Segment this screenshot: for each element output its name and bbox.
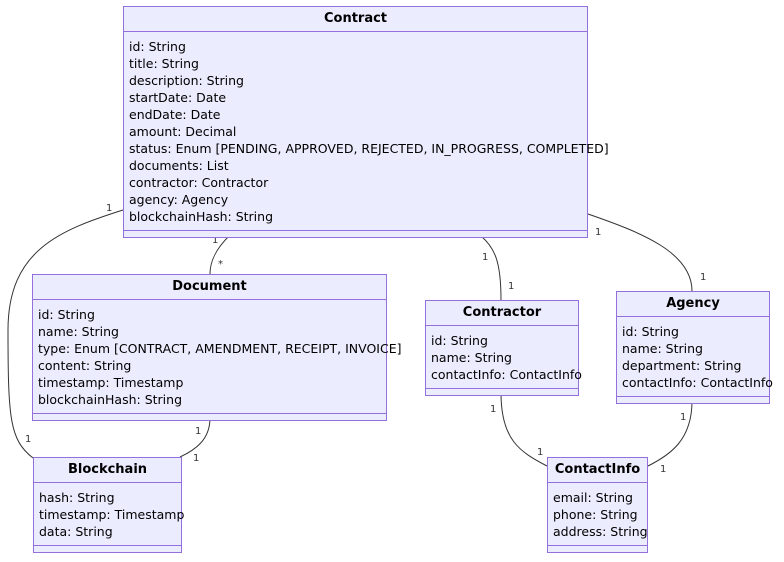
mult-contractor-contactinfo-from: 1 xyxy=(490,404,497,415)
class-attribute: address: String xyxy=(553,524,648,539)
edge-contract-blockchain xyxy=(7,209,124,459)
mult-agency-contactinfo-to: 1 xyxy=(660,464,667,475)
mult-agency-contactinfo-from: 1 xyxy=(680,412,687,423)
class-attributes: id: String name: String type: Enum [CONT… xyxy=(33,300,402,414)
class-attribute: contactInfo: ContactInfo xyxy=(431,367,582,382)
class-attribute: id: String xyxy=(622,324,679,339)
class-attribute: agency: Agency xyxy=(129,192,229,207)
edge-contract-contractor xyxy=(480,235,502,301)
class-attribute: documents: List xyxy=(129,158,229,173)
class-attribute: blockchainHash: String xyxy=(38,392,183,407)
edge-contract-agency xyxy=(587,213,693,292)
class-attribute: title: String xyxy=(129,56,199,71)
class-contractor[interactable]: Contractor id: String name: String conta… xyxy=(425,300,582,396)
mult-contract-document-to: * xyxy=(218,259,223,270)
class-attribute: department: String xyxy=(622,358,742,373)
class-title: Contractor xyxy=(426,301,578,326)
mult-contract-agency-to: 1 xyxy=(700,272,707,283)
mult-contract-contractor-to: 1 xyxy=(508,281,515,292)
class-attribute: name: String xyxy=(622,341,703,356)
edge-contract-document xyxy=(209,235,230,275)
class-title: Contract xyxy=(124,7,587,32)
class-attributes: id: String name: String department: Stri… xyxy=(617,317,773,397)
mult-contract-blockchain-from: 1 xyxy=(106,203,113,214)
class-attributes: id: String name: String contactInfo: Con… xyxy=(426,326,582,389)
class-attribute: data: String xyxy=(39,524,113,539)
class-methods xyxy=(617,397,769,403)
class-attributes: id: String title: String description: St… xyxy=(124,32,609,231)
class-contract[interactable]: Contract id: String title: String descri… xyxy=(123,6,609,238)
class-attribute: blockchainHash: String xyxy=(129,209,274,224)
class-agency[interactable]: Agency id: String name: String departmen… xyxy=(616,291,773,404)
class-attribute: type: Enum [CONTRACT, AMENDMENT, RECEIPT… xyxy=(38,341,402,356)
class-attribute: timestamp: Timestamp xyxy=(38,375,184,390)
class-blockchain[interactable]: Blockchain hash: String timestamp: Times… xyxy=(33,457,185,553)
class-title: Blockchain xyxy=(34,458,181,483)
class-attribute: timestamp: Timestamp xyxy=(39,507,185,522)
class-title: ContactInfo xyxy=(548,458,647,483)
class-methods xyxy=(426,389,578,395)
class-methods xyxy=(124,231,587,237)
mult-contract-document-from: 1 xyxy=(212,235,219,246)
class-attributes: email: String phone: String address: Str… xyxy=(548,483,648,546)
mult-document-blockchain-from: 1 xyxy=(195,426,202,437)
class-contactinfo[interactable]: ContactInfo email: String phone: String … xyxy=(547,457,648,553)
class-attribute: hash: String xyxy=(39,490,115,505)
class-attribute: id: String xyxy=(431,333,488,348)
class-attribute: name: String xyxy=(38,324,119,339)
class-attribute: amount: Decimal xyxy=(129,124,237,139)
class-attributes: hash: String timestamp: Timestamp data: … xyxy=(34,483,185,546)
class-attribute: id: String xyxy=(129,39,186,54)
class-attribute: id: String xyxy=(38,307,95,322)
class-methods xyxy=(548,546,647,552)
class-document[interactable]: Document id: String name: String type: E… xyxy=(32,274,402,421)
mult-contract-blockchain-to: 1 xyxy=(25,434,32,445)
class-attribute: name: String xyxy=(431,350,512,365)
class-methods xyxy=(33,414,386,420)
class-attribute: description: String xyxy=(129,73,244,88)
class-title: Agency xyxy=(617,292,769,317)
class-attribute: content: String xyxy=(38,358,132,373)
mult-contract-agency-from: 1 xyxy=(595,227,602,238)
class-title: Document xyxy=(33,275,386,300)
edge-document-blockchain xyxy=(179,417,211,458)
class-attribute: contractor: Contractor xyxy=(129,175,269,190)
class-attribute: contactInfo: ContactInfo xyxy=(622,375,773,390)
class-attribute: endDate: Date xyxy=(129,107,221,122)
edge-agency-contactinfo xyxy=(647,400,693,467)
class-attribute: startDate: Date xyxy=(129,90,227,105)
mult-contract-contractor-from: 1 xyxy=(482,252,489,263)
mult-contractor-contactinfo-to: 1 xyxy=(537,447,544,458)
edge-contractor-contactinfo xyxy=(500,392,548,467)
class-attribute: email: String xyxy=(553,490,633,505)
mult-document-blockchain-to: 1 xyxy=(193,453,200,464)
class-attribute: status: Enum [PENDING, APPROVED, REJECTE… xyxy=(129,141,609,156)
class-attribute: phone: String xyxy=(553,507,638,522)
class-methods xyxy=(34,546,181,552)
